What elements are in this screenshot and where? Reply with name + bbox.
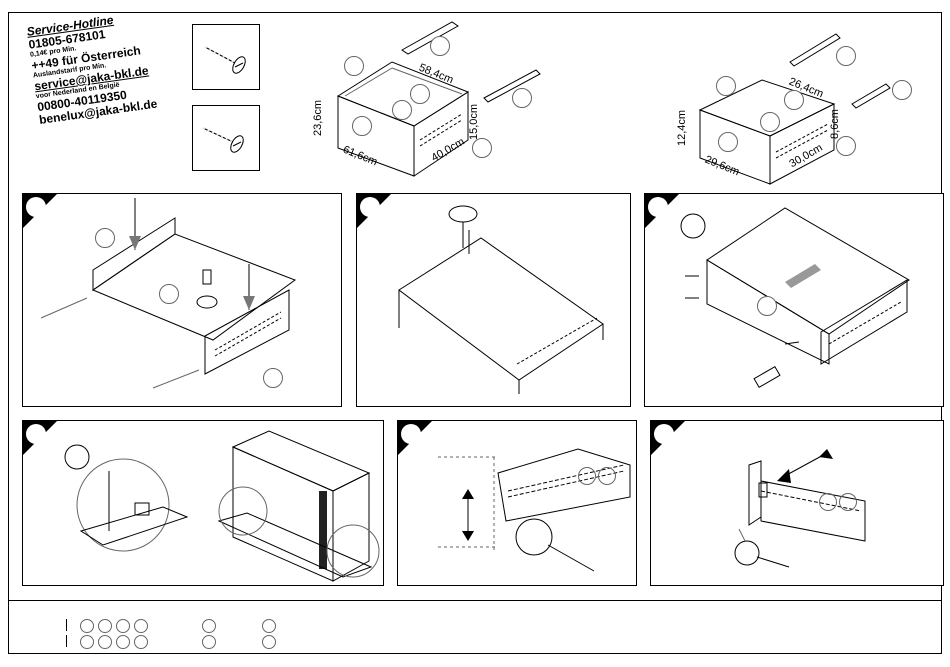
part-callout <box>95 228 115 248</box>
step-3-illustration <box>645 194 944 407</box>
part-callout <box>598 467 616 485</box>
part-callout <box>836 46 856 66</box>
part-callout <box>819 493 837 511</box>
part-callout <box>757 296 777 316</box>
part-callout <box>578 467 596 485</box>
part-callout <box>760 112 780 132</box>
part-callout <box>134 635 148 649</box>
step-panel-6 <box>650 420 944 586</box>
part-callout <box>202 619 216 633</box>
step-panel-4 <box>22 420 384 586</box>
step-panel-2 <box>356 193 631 407</box>
part-callout <box>98 635 112 649</box>
small-drawer-side-height: 8,6cm <box>829 109 841 139</box>
part-callout <box>98 619 112 633</box>
part-callout <box>80 619 94 633</box>
small-drawer-diagram <box>0 0 950 200</box>
part-callout <box>262 635 276 649</box>
part-callout <box>839 493 857 511</box>
footer-separator <box>66 635 67 647</box>
step-panel-1 <box>22 193 342 407</box>
part-callout <box>134 619 148 633</box>
part-callout <box>836 136 856 156</box>
step-panel-5 <box>397 420 637 586</box>
small-drawer-height: 12,4cm <box>676 110 688 146</box>
part-callout <box>718 132 738 152</box>
part-callout <box>892 80 912 100</box>
step-5-illustration <box>398 421 637 586</box>
step-4-illustration <box>23 421 384 586</box>
step-6-illustration <box>651 421 944 586</box>
step-panel-3 <box>644 193 944 407</box>
part-callout <box>784 90 804 110</box>
part-callout <box>716 76 736 96</box>
footer-separator <box>66 619 67 631</box>
part-callout <box>263 368 283 388</box>
rotate-arrows-icon <box>65 445 89 469</box>
part-callout <box>116 619 130 633</box>
part-callout <box>262 619 276 633</box>
parts-footer <box>8 600 942 655</box>
part-callout <box>202 635 216 649</box>
step-1-illustration <box>23 194 342 407</box>
part-callout <box>159 284 179 304</box>
part-callout <box>116 635 130 649</box>
part-callout <box>80 635 94 649</box>
step-2-illustration <box>357 194 631 407</box>
